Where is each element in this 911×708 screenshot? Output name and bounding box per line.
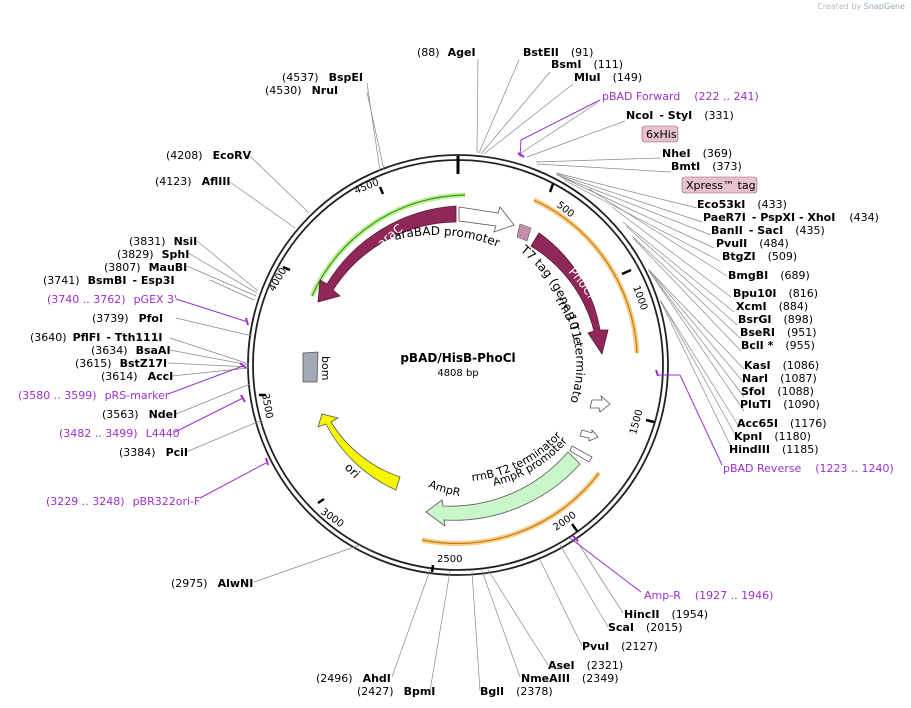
site-bpu10i[interactable]: Bpu10I(816) — [733, 287, 818, 300]
site-bspei[interactable]: (4537)BspEI — [282, 71, 363, 84]
svg-text:3500: 3500 — [259, 393, 274, 420]
site-pflfi[interactable]: (3640)PflFI- Tth111I — [30, 331, 162, 344]
site-ncoi[interactable]: NcoI- StyI(331) — [626, 109, 734, 122]
site-btgzi[interactable]: BtgZI(509) — [722, 250, 797, 263]
primer-leaders — [167, 99, 723, 593]
site-asei[interactable]: AseI(2321) — [548, 659, 623, 672]
site-scai[interactable]: ScaI(2015) — [608, 621, 683, 634]
site-ecorv[interactable]: (4208)EcoRV — [166, 149, 252, 162]
site-ahdi[interactable]: (2496)AhdI — [316, 672, 391, 685]
site-kpni[interactable]: KpnI(1180) — [734, 430, 811, 443]
svg-text:6xHis: 6xHis — [646, 128, 677, 141]
primer-prs-marker[interactable]: (3580 .. 3599)pRS-marker — [18, 389, 170, 402]
svg-text:2500: 2500 — [437, 554, 462, 565]
site-paer7i[interactable]: PaeR7I- PspXI - XhoI(434) — [703, 211, 879, 224]
site-alwni[interactable]: (2975)AlwNI — [171, 577, 253, 590]
site-hincii[interactable]: HincII(1954) — [624, 608, 708, 621]
primer-labels: pBAD Forward(222 .. 241) pBAD Reverse(12… — [18, 90, 894, 602]
site-bsteii[interactable]: BstEII(91) — [523, 46, 593, 59]
tick-1500: 1500 — [628, 408, 655, 436]
site-nsii[interactable]: (3831)NsiI — [129, 235, 197, 248]
site-nhei[interactable]: NheI(369) — [662, 147, 732, 160]
restriction-sites: (88)AgeI BstEII(91) BsmI(111) MluI(149) … — [30, 46, 879, 698]
site-xcmi[interactable]: XcmI(884) — [736, 300, 808, 313]
svg-text:Xpress™ tag: Xpress™ tag — [686, 179, 756, 192]
site-pcii[interactable]: (3384)PciI — [119, 446, 188, 459]
site-acc65i[interactable]: Acc65I(1176) — [737, 417, 827, 430]
rrnb-t1-label: rrnB T1 terminator — [0, 0, 587, 405]
boxed-labels: 6xHis Xpress™ tag — [641, 125, 758, 194]
site-bpmi[interactable]: (2427)BpmI — [357, 685, 435, 698]
site-bgli[interactable]: BglI(2378) — [480, 685, 553, 698]
arabad-label: araBAD promoter — [393, 224, 502, 250]
ampr-label: AmpR — [427, 478, 462, 500]
watermark-prefix: Created by — [817, 2, 862, 11]
site-bstz17i[interactable]: (3615)BstZ17I — [75, 357, 167, 370]
site-pluti[interactable]: PluTI(1090) — [740, 398, 820, 411]
site-afliii[interactable]: (4123)AflIII — [155, 175, 231, 188]
site-pvuii[interactable]: PvuII(484) — [716, 237, 789, 250]
site-kasi[interactable]: KasI(1086) — [744, 359, 819, 372]
primer-pbad-forward[interactable]: pBAD Forward(222 .. 241) — [602, 90, 759, 103]
site-pfoi[interactable]: (3739)PfoI — [92, 312, 163, 325]
site-bsaai[interactable]: (3634)BsaAI — [91, 344, 171, 357]
primer-amp-r[interactable]: Amp-R(1927 .. 1946) — [644, 589, 773, 602]
site-hindiii[interactable]: HindIII(1185) — [729, 443, 819, 456]
watermark-brand: SnapGene — [863, 2, 905, 11]
bom-label: bom — [319, 356, 332, 380]
xpress-tag[interactable]: Xpress™ tag — [681, 176, 758, 194]
svg-text:1000: 1000 — [630, 284, 649, 312]
site-bmti[interactable]: BmtI(373) — [671, 160, 742, 173]
site-eco53ki[interactable]: Eco53kI(433) — [697, 198, 787, 211]
site-nrui[interactable]: (4530)NruI — [265, 84, 338, 97]
tick-2500: 2500 — [430, 554, 462, 573]
plasmid-name: pBAD/HisB-PhoCl — [400, 351, 515, 365]
site-agei[interactable]: (88)AgeI — [417, 46, 476, 59]
site-acci[interactable]: (3614)AccI — [101, 370, 173, 383]
site-banii[interactable]: BanII- SacI(435) — [711, 224, 825, 237]
site-bsmbi[interactable]: (3741)BsmBI- Esp3I — [43, 274, 175, 287]
primer-pbad-reverse[interactable]: pBAD Reverse(1223 .. 1240) — [723, 462, 894, 475]
snapgene-watermark: Created by SnapGene — [817, 2, 905, 11]
primer-pgex3[interactable]: (3740 .. 3762)pGEX 3' — [47, 293, 177, 306]
site-sfoi[interactable]: SfoI(1088) — [741, 385, 814, 398]
site-bsmi[interactable]: BsmI(111) — [551, 58, 623, 71]
site-bcli[interactable]: BclI *(955) — [741, 339, 815, 352]
feature-bom[interactable]: bom — [302, 351, 332, 383]
site-bseri[interactable]: BseRI(951) — [740, 326, 817, 339]
primer-l4440[interactable]: (3482 .. 3499)L4440 — [59, 427, 180, 440]
svg-text:1500: 1500 — [628, 408, 645, 435]
site-bmgbi[interactable]: BmgBI(689) — [728, 269, 810, 282]
site-bsrgi[interactable]: BsrGI(898) — [738, 313, 813, 326]
site-pvui[interactable]: PvuI(2127) — [582, 640, 658, 653]
site-nmeaiii[interactable]: NmeAIII(2349) — [521, 672, 619, 685]
site-nari[interactable]: NarI(1087) — [742, 372, 817, 385]
orf-arcs — [309, 192, 640, 546]
site-maubi[interactable]: (3807)MauBI — [104, 261, 187, 274]
plasmid-length: 4808 bp — [437, 368, 478, 379]
site-mlui[interactable]: MluI(149) — [574, 71, 642, 84]
primer-pbr322ori-f[interactable]: (3229 .. 3248)pBR322ori-F — [46, 495, 200, 508]
tick-3500: 3500 — [259, 393, 274, 420]
feature-ori[interactable]: ori — [317, 413, 401, 491]
leader-lines — [167, 58, 745, 692]
site-ndei[interactable]: (3563)NdeI — [102, 408, 177, 421]
sixhis-tag[interactable]: 6xHis — [641, 125, 679, 143]
site-sphi[interactable]: (3829)SphI — [117, 248, 189, 261]
